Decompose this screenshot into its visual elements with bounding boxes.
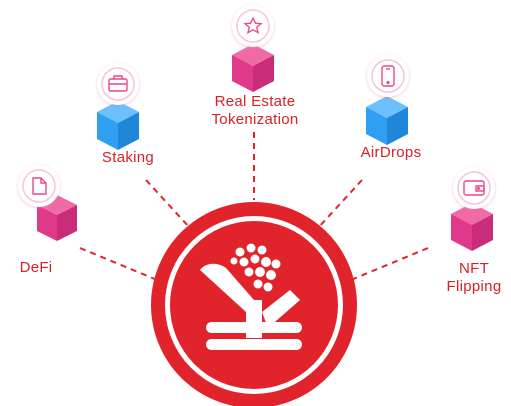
label-nft-line2: Flipping xyxy=(446,278,502,295)
node-real-estate xyxy=(232,5,274,92)
connector-staking xyxy=(145,179,191,229)
label-nft-line1: NFT xyxy=(458,260,490,277)
node-staking xyxy=(97,63,139,150)
label-airdrops: AirDrops xyxy=(360,144,422,161)
node-defi xyxy=(18,165,77,241)
real-estate-cube xyxy=(232,44,274,92)
star-icon xyxy=(243,16,263,35)
label-defi: DeFi xyxy=(19,259,53,276)
connector-defi xyxy=(79,247,163,283)
dots-icon xyxy=(230,243,281,292)
connector-airdrops xyxy=(317,179,363,229)
connector-nft xyxy=(345,247,429,283)
label-staking: Staking xyxy=(101,149,155,166)
connector-lines xyxy=(79,132,429,283)
node-airdrops xyxy=(366,55,409,145)
nft-cube xyxy=(451,203,493,251)
node-nft xyxy=(451,167,495,251)
document-icon xyxy=(32,177,47,195)
label-nft: NFT Flipping xyxy=(436,260,511,296)
label-real-estate: Real Estate Tokenization xyxy=(190,93,320,129)
briefcase-icon xyxy=(108,75,128,92)
smartphone-icon xyxy=(381,65,395,87)
airdrops-cube xyxy=(366,96,408,145)
wallet-icon xyxy=(463,180,485,196)
label-real-estate-line2: Tokenization xyxy=(211,111,299,128)
label-real-estate-line1: Real Estate xyxy=(214,93,296,110)
staking-cube xyxy=(97,101,139,150)
yuan-logo xyxy=(200,263,302,350)
center-logo xyxy=(151,202,357,406)
